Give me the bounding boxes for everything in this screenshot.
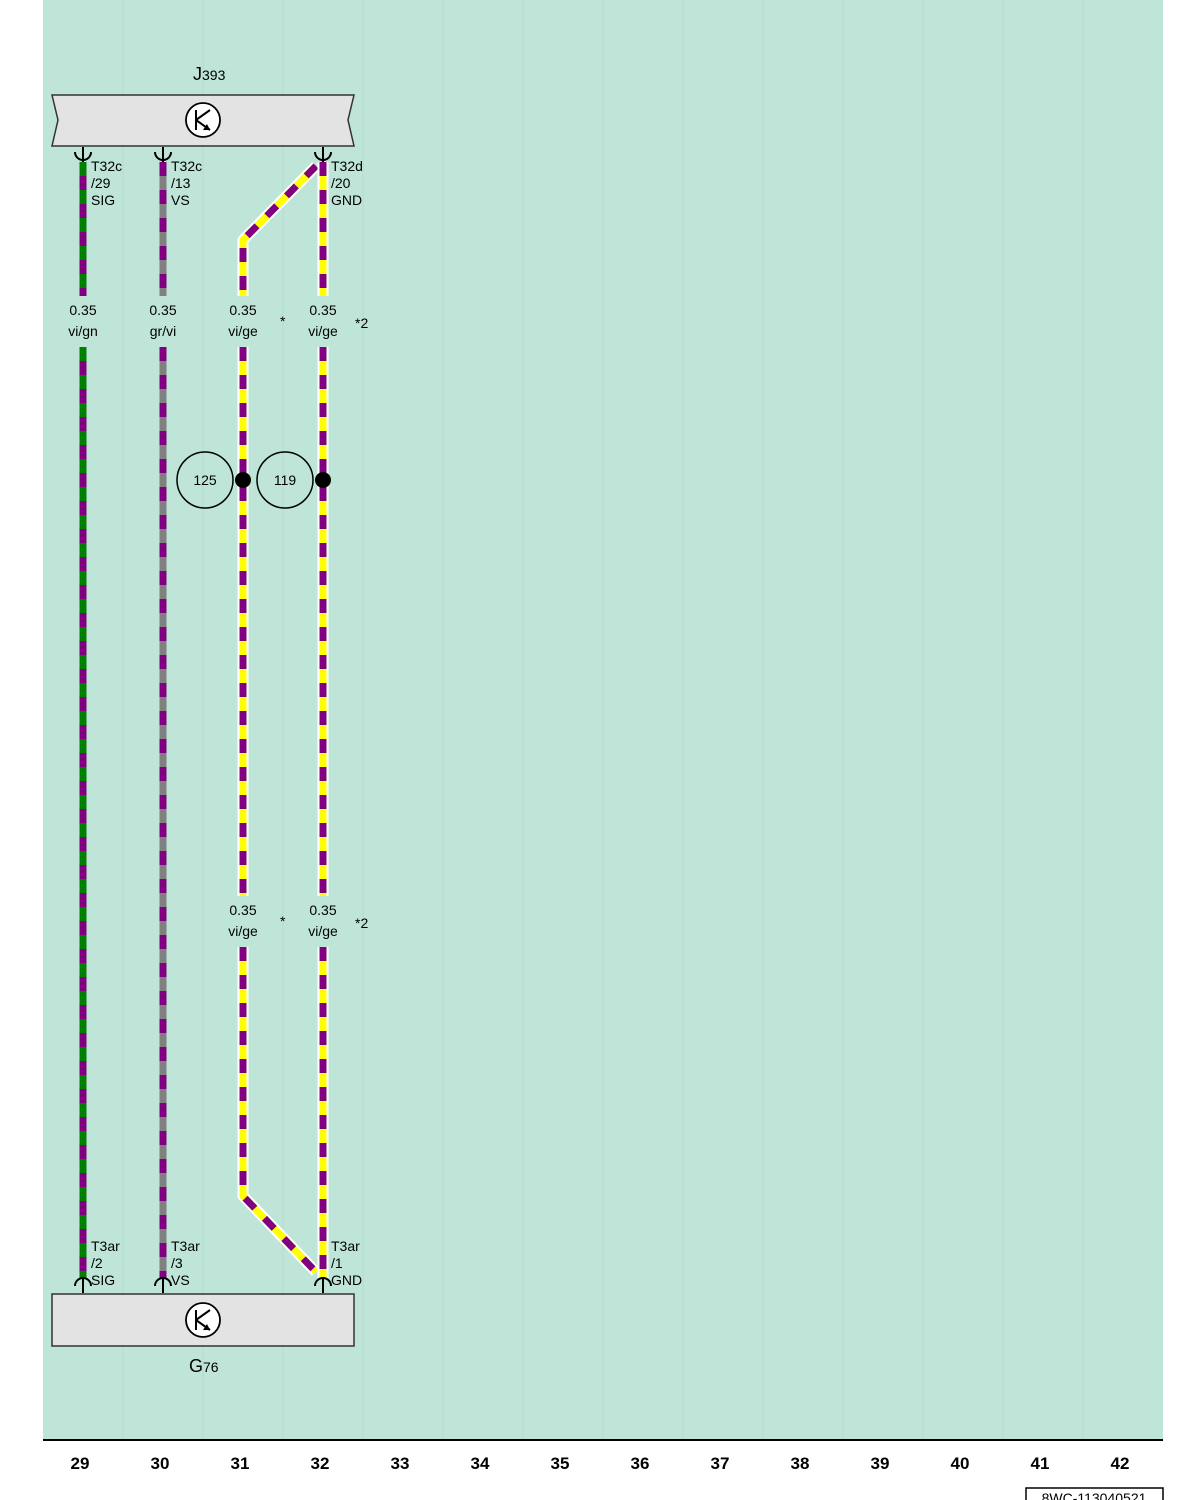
wire-note-label: *: [280, 913, 286, 929]
bottom-pin-connectors: [74, 1277, 332, 1293]
column-number: 35: [551, 1454, 570, 1473]
wire-note-label: *2: [355, 915, 368, 931]
pin-signal-label: GND: [331, 1272, 362, 1288]
column-number: 29: [71, 1454, 90, 1473]
pin-signal-label: VS: [171, 192, 190, 208]
pin-signal-label: SIG: [91, 1272, 115, 1288]
column-number: 32: [311, 1454, 330, 1473]
sensor-transistor-icon: [185, 1302, 221, 1338]
sensor-transistor-icon: [185, 102, 221, 138]
bottom-pin-labels: T3ar /2 SIG T3ar /3 VS T3ar /1 GND: [91, 1238, 362, 1288]
wire-size-label: 0.35: [309, 902, 336, 918]
column-numbers: 29 30 31 32 33 34 35 36 37 38 39 40 41 4…: [71, 1454, 1130, 1473]
wire-size-label: 0.35: [309, 302, 336, 318]
splice-dot: [315, 472, 331, 488]
wire-color-label: vi/ge: [228, 323, 258, 339]
wire-size-label: 0.35: [229, 902, 256, 918]
wire-color-label: vi/ge: [308, 923, 338, 939]
wire-color-label: vi/ge: [308, 323, 338, 339]
splice-label: 119: [274, 472, 297, 488]
document-id-box: 8WC-113040521: [1025, 1487, 1164, 1500]
wire-color-label: vi/gn: [68, 323, 98, 339]
pin-connector-label: T32c: [91, 158, 122, 174]
wire-labels-upper: 0.35 vi/gn 0.35 gr/vi 0.35 vi/ge * 0.35 …: [68, 302, 368, 339]
column-number: 30: [151, 1454, 170, 1473]
pin-number-label: /29: [91, 175, 111, 191]
wire-labels-lower: 0.35 vi/ge * 0.35 vi/ge *2: [228, 902, 368, 939]
pin-signal-label: VS: [171, 1272, 190, 1288]
splice-125[interactable]: 125: [176, 451, 251, 509]
column-number: 42: [1111, 1454, 1130, 1473]
wire-note-label: *: [280, 313, 286, 329]
wire-size-label: 0.35: [69, 302, 96, 318]
splice-dot: [235, 472, 251, 488]
splice-119[interactable]: 119: [256, 451, 331, 509]
document-id: 8WC-113040521: [1042, 1490, 1147, 1500]
component-bottom[interactable]: G76: [51, 1293, 355, 1376]
wire-gnd-branch[interactable]: [237, 162, 320, 1276]
pin-signal-label: SIG: [91, 192, 115, 208]
component-bottom-label: G76: [189, 1356, 219, 1376]
column-number: 31: [231, 1454, 250, 1473]
pin-number-label: /1: [331, 1255, 343, 1271]
column-number: 36: [631, 1454, 650, 1473]
pin-number-label: /13: [171, 175, 191, 191]
top-pin-connectors: [74, 147, 332, 162]
wire-color-label: vi/ge: [228, 923, 258, 939]
pin-connector-label: T3ar: [331, 1238, 360, 1254]
wire-size-label: 0.35: [149, 302, 176, 318]
top-pin-labels: T32c /29 SIG T32c /13 VS T32d /20 GND: [91, 158, 363, 208]
pin-connector-label: T32d: [331, 158, 363, 174]
pin-connector-label: T32c: [171, 158, 202, 174]
pin-number-label: /2: [91, 1255, 103, 1271]
component-top[interactable]: J393: [51, 64, 355, 147]
pin-signal-label: GND: [331, 192, 362, 208]
splice-label: 125: [193, 472, 217, 488]
grid-lines: [122, 0, 1084, 1440]
column-number: 38: [791, 1454, 810, 1473]
pin-connector-label: T3ar: [91, 1238, 120, 1254]
column-number: 37: [711, 1454, 730, 1473]
component-top-label: J393: [193, 64, 226, 84]
pin-connector-label: T3ar: [171, 1238, 200, 1254]
column-number: 34: [471, 1454, 490, 1473]
column-number: 33: [391, 1454, 410, 1473]
column-number: 40: [951, 1454, 970, 1473]
wire-note-label: *2: [355, 315, 368, 331]
wire-color-label: gr/vi: [150, 323, 176, 339]
wire-size-label: 0.35: [229, 302, 256, 318]
pin-number-label: /20: [331, 175, 351, 191]
pin-number-label: /3: [171, 1255, 183, 1271]
column-number: 39: [871, 1454, 890, 1473]
column-number: 41: [1031, 1454, 1050, 1473]
